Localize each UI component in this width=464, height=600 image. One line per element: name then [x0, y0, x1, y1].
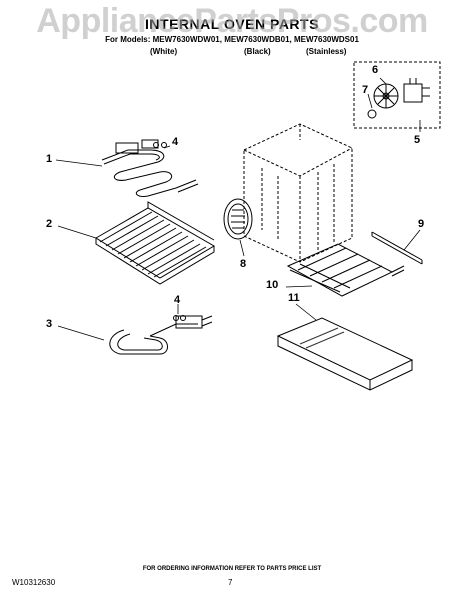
variant-white: (White) [150, 47, 178, 56]
leader-lines [55, 77, 421, 341]
callout-7: 7 [362, 84, 369, 96]
callout-5: 5 [414, 134, 421, 146]
callout-10: 10 [266, 279, 279, 291]
part-3-bake-element [109, 315, 213, 355]
callout-11: 11 [288, 292, 300, 304]
variant-black: (Black) [244, 47, 271, 56]
page-number: 7 [228, 578, 233, 587]
callout-4-lower: 4 [174, 294, 181, 306]
part-8-fan-cover [223, 198, 253, 240]
callout-9: 9 [418, 218, 425, 230]
part-7-fan-nut [367, 109, 377, 119]
part-10-broil-element [286, 243, 405, 297]
callout-2: 2 [46, 218, 53, 230]
part-4-screw-lower [173, 315, 186, 321]
convection-fan-group [353, 61, 441, 129]
part-5-fan-motor [403, 78, 430, 103]
oven-cavity [243, 123, 353, 263]
variant-stainless: (Stainless) [306, 47, 347, 56]
part-11-broiler-pan [276, 317, 414, 391]
part-2-oven-rack [95, 201, 215, 285]
document-number: W10312630 [12, 578, 56, 587]
callout-3: 3 [46, 318, 53, 330]
part-9-support-rod [371, 231, 423, 265]
diagram-title: INTERNAL OVEN PARTS [145, 16, 319, 32]
callout-8: 8 [240, 258, 247, 270]
callout-1: 1 [46, 153, 53, 165]
callout-6: 6 [372, 64, 379, 76]
part-6-fan-blade [373, 83, 399, 109]
callout-4-upper: 4 [172, 136, 179, 148]
model-list: For Models: MEW7630WDW01, MEW7630WDB01, … [105, 35, 359, 44]
part-4-screw-upper [153, 142, 167, 148]
ordering-note: FOR ORDERING INFORMATION REFER TO PARTS … [142, 566, 322, 572]
part-1-heating-element [101, 139, 199, 197]
